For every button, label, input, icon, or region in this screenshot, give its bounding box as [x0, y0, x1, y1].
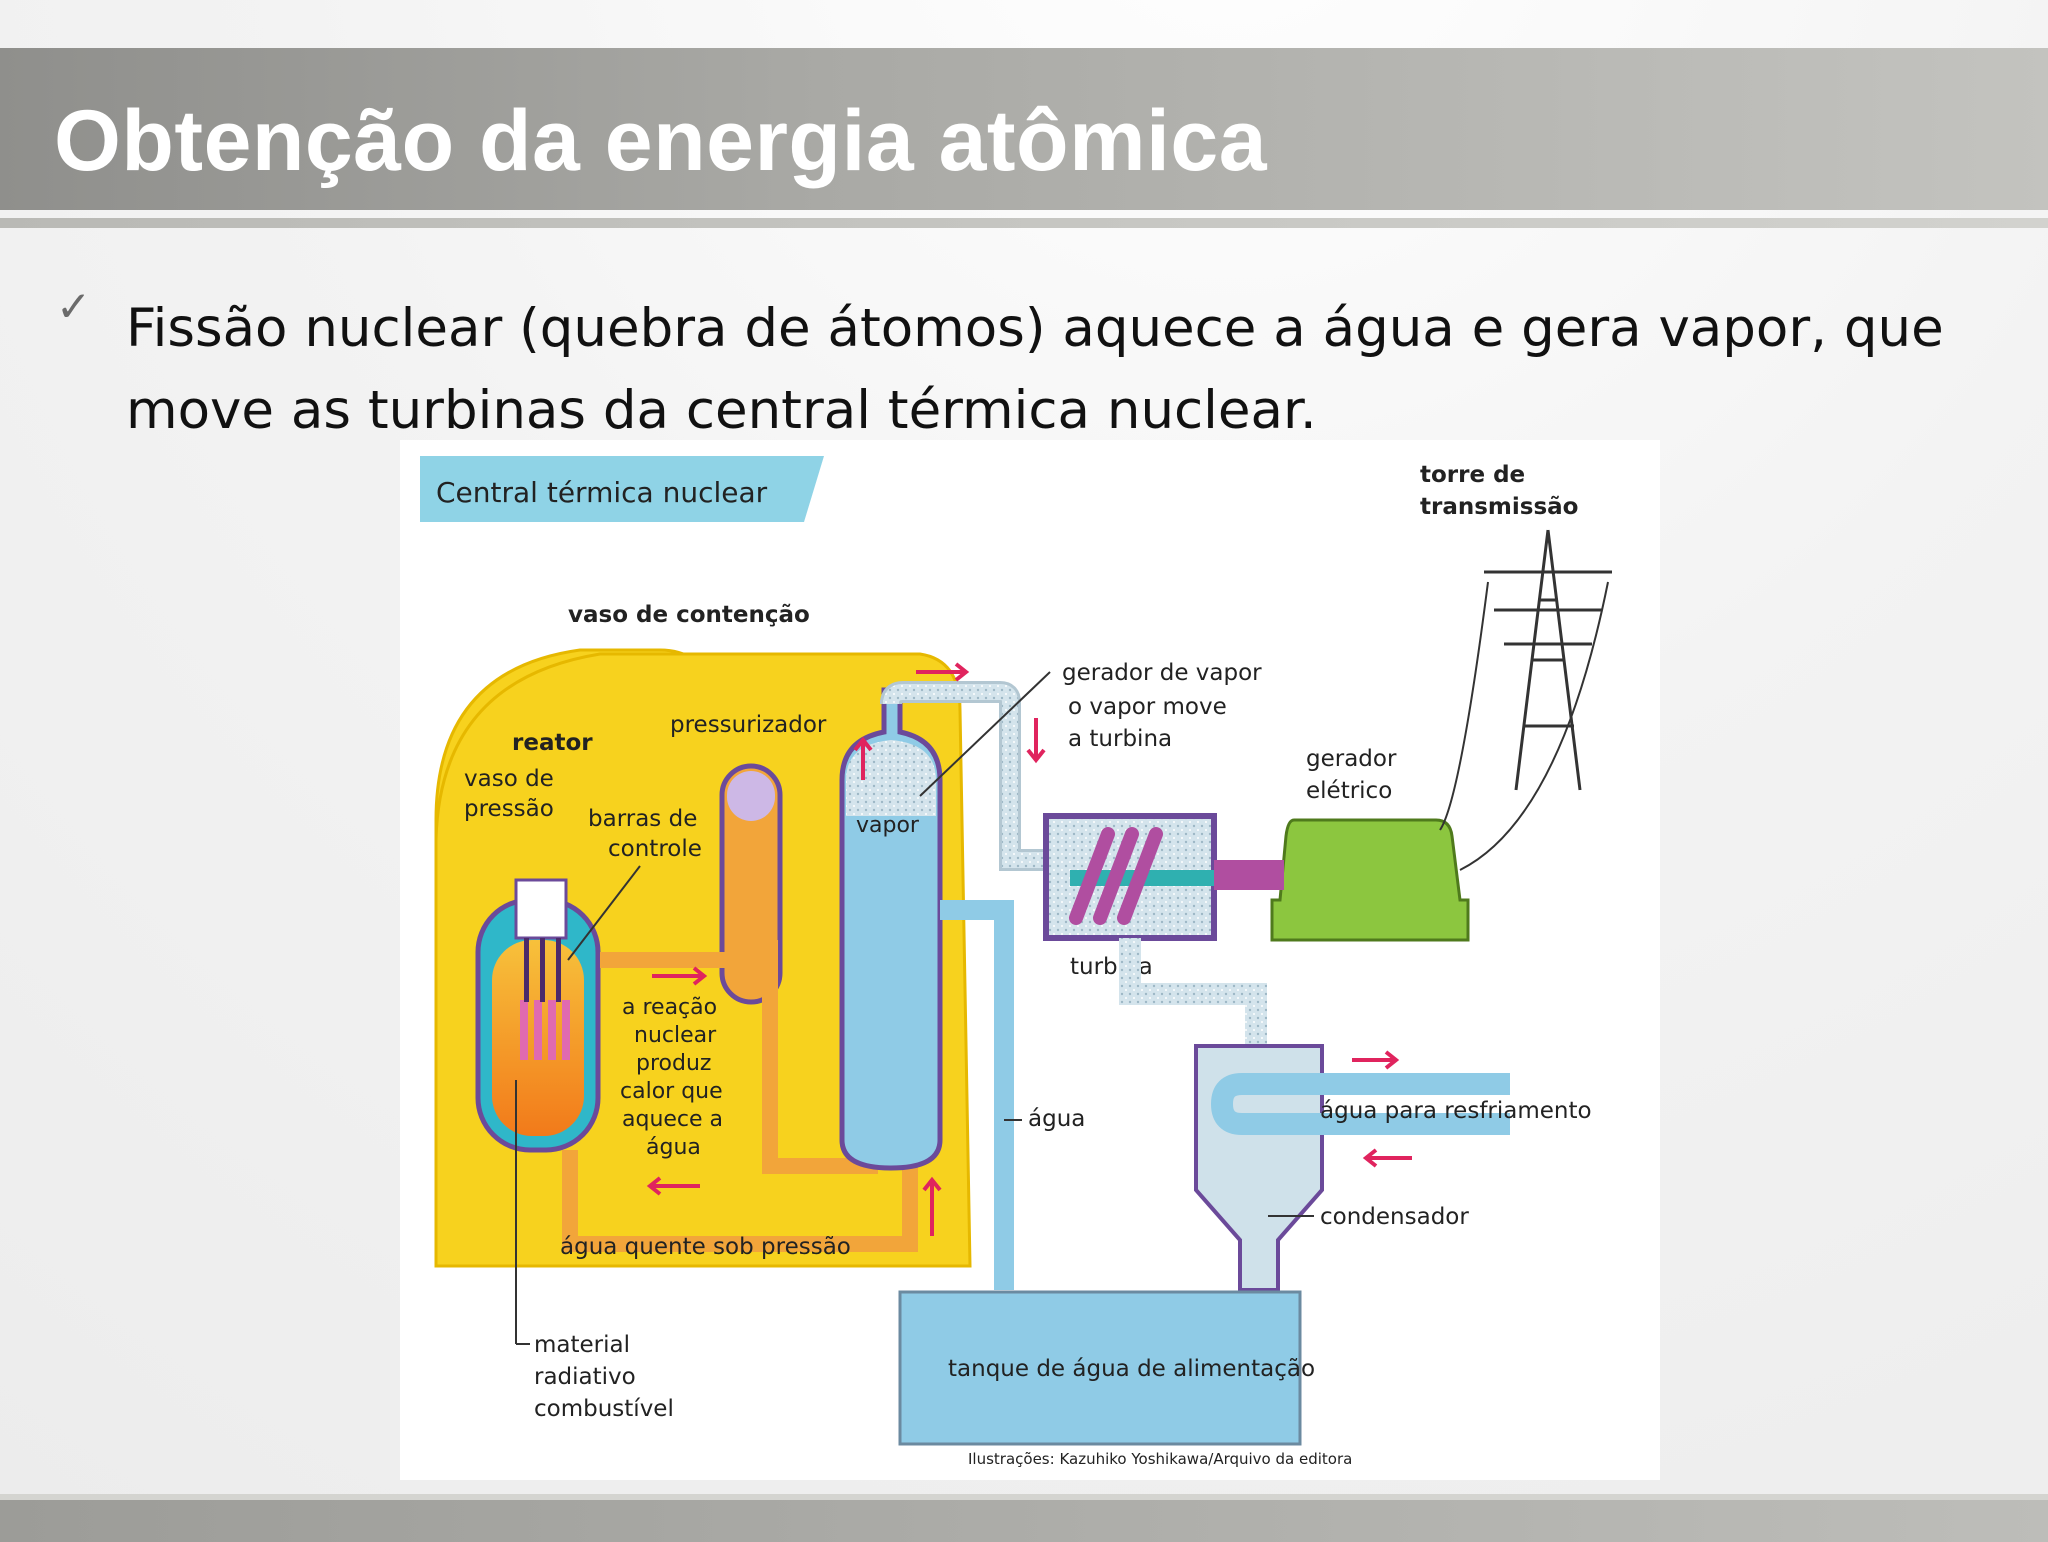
label-fuel-1: material — [534, 1332, 630, 1358]
arrow-up-icon — [853, 736, 873, 780]
feed-water-tank — [898, 1290, 1302, 1446]
arrow-right-icon — [916, 662, 970, 682]
control-rod — [524, 938, 529, 1002]
arrow-left-icon — [646, 1176, 700, 1196]
label-fuel-2: radiativo — [534, 1364, 636, 1390]
diagram-svg: Central térmica nuclear vaso de contençã… — [420, 456, 1612, 1468]
fuel-rod — [548, 1000, 556, 1060]
label-water: água — [1028, 1106, 1085, 1132]
label-fuel-3: combustível — [534, 1396, 674, 1422]
footer-band — [0, 1494, 2048, 1542]
turbine-blades — [1069, 827, 1163, 925]
control-rod — [556, 938, 561, 1002]
leader-steam-generator — [919, 671, 1051, 797]
arrow-up-icon — [922, 1176, 942, 1236]
label-steam-moves-2: a turbina — [1068, 726, 1172, 752]
diagram-header-tab — [420, 456, 824, 522]
arrow-right-icon — [652, 966, 708, 986]
label-steam: vapor — [856, 813, 920, 838]
label-reaction-4: calor que — [620, 1079, 723, 1104]
label-tower-1: torre de — [1420, 462, 1525, 488]
electric-generator-shape — [1270, 818, 1470, 942]
label-reaction-5: aquece a — [622, 1107, 723, 1132]
label-reaction-2: nuclear — [634, 1023, 717, 1048]
arrow-left-icon — [1362, 1148, 1412, 1168]
label-tower-2: transmissão — [1420, 494, 1578, 520]
water-return-pipe — [940, 900, 1014, 1290]
label-steam-generator: gerador de vapor — [1062, 660, 1262, 686]
arrow-right-icon — [1352, 1050, 1400, 1070]
arrow-down-icon — [1026, 718, 1046, 764]
pressurizer-top — [727, 771, 775, 821]
label-tank: tanque de água de alimentação — [948, 1356, 1315, 1382]
label-reaction-1: a reação — [622, 995, 717, 1020]
fuel-rod — [562, 1000, 570, 1060]
steam-pipe-inner — [883, 684, 1060, 868]
label-reaction-6: água — [646, 1135, 701, 1160]
coupling — [1214, 860, 1284, 890]
nuclear-plant-diagram: Central térmica nuclear vaso de contençã… — [400, 440, 1660, 1480]
label-control-rods-1: barras de — [588, 806, 697, 832]
label-reactor: reator — [512, 730, 593, 756]
label-reaction-3: produz — [636, 1051, 711, 1076]
checkmark-icon: ✓ — [56, 282, 92, 331]
label-generator-1: gerador — [1306, 746, 1397, 772]
label-pressure-vessel-1: vaso de — [464, 766, 554, 792]
control-rod-drive — [514, 878, 568, 940]
fuel-rod — [534, 1000, 542, 1060]
label-pressurizer: pressurizador — [670, 712, 827, 738]
hot-pipe-bottom — [562, 1130, 918, 1252]
label-control-rods-2: controle — [608, 836, 702, 862]
title-band — [0, 48, 2048, 210]
bullet-text: Fissão nuclear (quebra de átomos) aquece… — [126, 298, 1944, 441]
tower-arms — [1484, 570, 1612, 646]
slide-title: Obtenção da energia atômica — [54, 93, 1268, 189]
label-credit: Ilustrações: Kazuhiko Yoshikawa/Arquivo … — [968, 1450, 1352, 1468]
power-lines — [1439, 581, 1609, 871]
steam-dome — [846, 740, 936, 816]
transmission-tower — [1514, 529, 1582, 791]
label-hot-water: água quente sob pressão — [560, 1234, 851, 1260]
label-pressure-vessel-2: pressão — [464, 796, 554, 822]
title-divider — [0, 218, 2048, 228]
fuel-rod — [520, 1000, 528, 1060]
cooling-pipe — [1210, 1073, 1510, 1135]
label-cooling-water: água para resfriamento — [1320, 1098, 1592, 1124]
label-containment: vaso de contenção — [568, 602, 810, 628]
control-rod — [540, 938, 545, 1002]
exhaust-pipe — [1119, 938, 1267, 1046]
label-condenser: condensador — [1320, 1204, 1469, 1230]
label-generator-2: elétrico — [1306, 778, 1392, 804]
diagram-header: Central térmica nuclear — [436, 476, 768, 509]
label-steam-moves-1: o vapor move — [1068, 694, 1227, 720]
leader-control-rods — [567, 865, 641, 961]
